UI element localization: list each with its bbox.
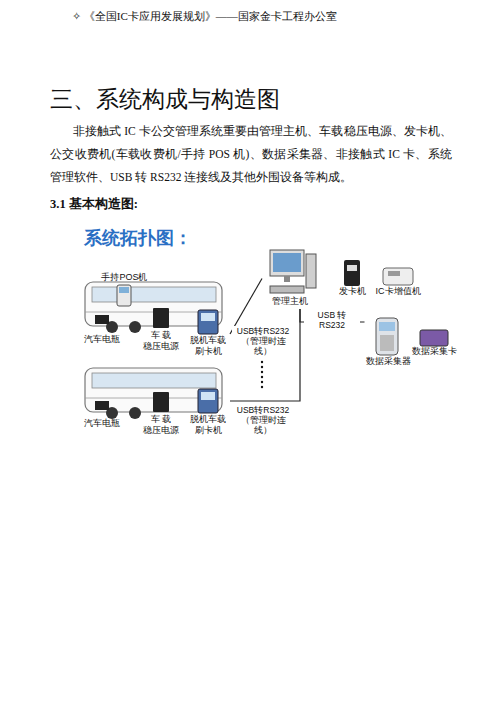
icon-space bbox=[365, 316, 412, 356]
device-label: 数据采集器 bbox=[366, 356, 411, 367]
device-label: 数据采集卡 bbox=[412, 346, 457, 357]
text-row: 数据采集卡 bbox=[410, 346, 458, 357]
device-label: 手持POS机 bbox=[101, 272, 147, 283]
pos-icon bbox=[117, 285, 131, 306]
device-label-box: 管理主机 bbox=[262, 248, 318, 309]
device-label-box: 数据采集卡 bbox=[410, 328, 458, 359]
top-up-icon bbox=[383, 268, 413, 285]
icon-space bbox=[186, 388, 230, 414]
text-row: 手持POS机 bbox=[100, 272, 149, 283]
icon-space bbox=[186, 309, 230, 335]
diagram-title: 系统拓扑图： bbox=[84, 226, 192, 250]
icon-space bbox=[139, 390, 183, 414]
cable-line bbox=[230, 309, 300, 401]
text-row: 脱机车载 刷卡机 bbox=[186, 335, 230, 357]
text-row: 汽车电瓶 bbox=[82, 418, 122, 429]
card-issuer-icon bbox=[344, 260, 360, 286]
device-label: 汽车电瓶 bbox=[84, 418, 120, 429]
device-label-box: 汽车电瓶 bbox=[82, 334, 122, 347]
text-row: 车 载 稳压电源 bbox=[139, 330, 183, 352]
text-row: 发卡机 bbox=[336, 286, 368, 297]
device-label-box: 车 载 稳压电源 bbox=[139, 390, 183, 438]
subsection-heading: 3.1 基本构造图: bbox=[50, 196, 350, 212]
cable-label: USB转RS232 （管理时连线） bbox=[232, 326, 294, 356]
device-label: 车 载 稳压电源 bbox=[139, 330, 183, 352]
device-label: 脱机车载 刷卡机 bbox=[186, 335, 230, 357]
bus-1 bbox=[85, 282, 222, 333]
stabilizer-icon bbox=[153, 308, 169, 412]
device-label: 发卡机 bbox=[339, 286, 366, 297]
icon-space bbox=[139, 306, 183, 330]
device-label-box: 脱机车载 刷卡机 bbox=[186, 388, 230, 438]
text-row: IC卡增值机 bbox=[372, 286, 424, 297]
text-row: 脱机车载 刷卡机 bbox=[186, 414, 230, 436]
text-row: 车 载 稳压电源 bbox=[139, 414, 183, 436]
device-label-box: 汽车电瓶 bbox=[82, 418, 122, 431]
device-label-box: 车 载 稳压电源 bbox=[139, 306, 183, 354]
reader-icon bbox=[198, 310, 218, 413]
device-label-box: 脱机车载 刷卡机 bbox=[186, 309, 230, 359]
cable-label: USB 转 RS232 bbox=[304, 310, 360, 330]
cable-label: USB转RS232 （管理时连线） bbox=[232, 405, 294, 435]
device-label: IC卡增值机 bbox=[376, 286, 421, 297]
data-card-icon bbox=[420, 330, 448, 346]
icon-space bbox=[372, 256, 424, 286]
section-heading: 三、系统构成与构造图 bbox=[50, 86, 470, 114]
continuation-dots bbox=[261, 361, 263, 388]
icon-space bbox=[410, 328, 458, 346]
text-row: 数据采集器 bbox=[365, 356, 412, 367]
device-label-box: 手持POS机 bbox=[100, 272, 149, 308]
device-label: 车 载 稳压电源 bbox=[139, 414, 183, 436]
icon-space bbox=[336, 256, 368, 286]
body-paragraph: 非接触式 IC 卡公交管理系统重要由管理主机、车载稳压电源、发卡机、公交收费机(… bbox=[50, 120, 452, 189]
device-label-box: 发卡机 bbox=[336, 256, 368, 299]
source-note: ✧ 《全国IC卡应用发展规划》——国家金卡工程办公室 bbox=[72, 8, 492, 24]
device-label: 管理主机 bbox=[272, 296, 308, 307]
device-label-box: IC卡增值机 bbox=[372, 256, 424, 299]
device-label: 脱机车载 刷卡机 bbox=[186, 414, 230, 436]
computer-icon bbox=[270, 250, 316, 293]
collector-icon bbox=[376, 318, 398, 355]
device-label: 汽车电瓶 bbox=[84, 334, 120, 345]
text-row: 管理主机 bbox=[262, 296, 318, 307]
icon-space bbox=[262, 248, 318, 296]
device-label-box: 数据采集器 bbox=[365, 316, 412, 369]
icon-space bbox=[100, 283, 149, 306]
bus-2 bbox=[85, 368, 222, 419]
text-row: 汽车电瓶 bbox=[82, 334, 122, 345]
